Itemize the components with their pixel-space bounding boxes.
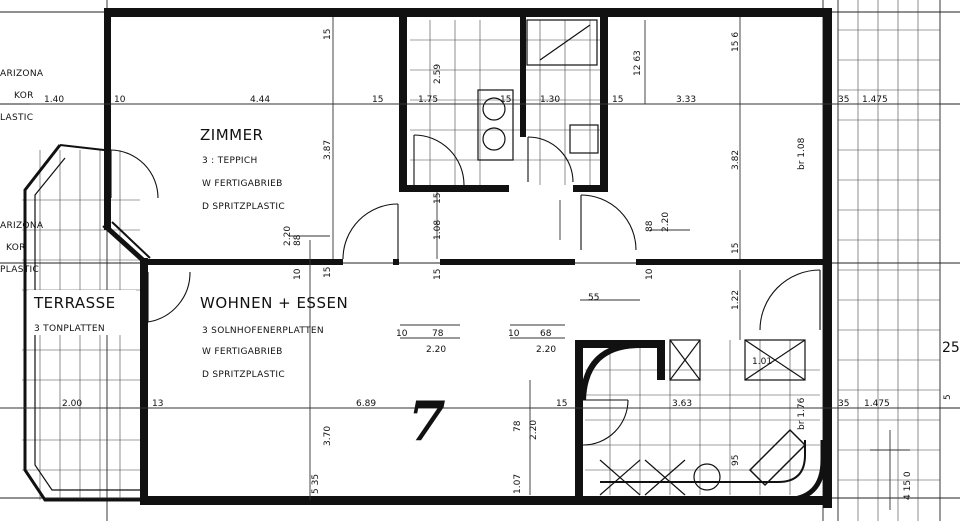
dim-label: 12 63 xyxy=(633,50,643,76)
zimmer-wall: W FERTIGABRIEB xyxy=(202,179,283,189)
windows xyxy=(825,90,831,440)
dim-label: 15 xyxy=(323,267,333,278)
dim-label: 10 xyxy=(114,95,126,105)
dim-label: 2.20 xyxy=(661,212,671,232)
left-fragment-labels: ARIZONA KOR LASTIC ARIZONA KOR PLASTIC xyxy=(0,69,44,275)
dim-label: 4 15 0 xyxy=(903,471,913,500)
dim-label: 15 xyxy=(731,243,741,254)
room-terrasse: TERRASSE 3 TONPLATTEN xyxy=(28,290,136,335)
dim-label: 3.70 xyxy=(323,426,333,446)
dim-label: 10 xyxy=(508,329,520,339)
dim-label: 1.07 xyxy=(513,474,523,494)
fragment-label: KOR xyxy=(6,243,26,253)
dim-label: 10 xyxy=(645,268,655,280)
dim-label: 2.59 xyxy=(433,64,443,84)
dim-label: 1.01 xyxy=(752,357,772,367)
dim-label: 15 xyxy=(433,193,443,204)
dim-label: 2.20 xyxy=(536,345,556,355)
bay-wall xyxy=(23,144,151,502)
zimmer-ceiling: D SPRITZPLASTIC xyxy=(202,202,285,212)
dim-label: 15 xyxy=(612,95,623,105)
fragment-label: ARIZONA xyxy=(0,221,44,231)
fragment-label: KOR xyxy=(14,91,34,101)
dim-label: 1.475 xyxy=(864,399,890,409)
dim-label: 78 xyxy=(432,329,444,339)
dim-label: 1.475 xyxy=(862,95,888,105)
dim-label: 5 35 xyxy=(311,474,321,494)
dim-label: 15 xyxy=(433,269,443,280)
dim-label: 15 6 xyxy=(731,32,741,52)
dim-label: 95 xyxy=(731,455,741,466)
wohnen-title: WOHNEN + ESSEN xyxy=(200,294,348,312)
dim-label: 15 xyxy=(323,29,333,40)
dim-label: br 1.76 xyxy=(797,397,807,430)
dim-label: 13 xyxy=(152,399,163,409)
room-wohnen: WOHNEN + ESSEN 3 SOLNHOFENERPLATTEN W FE… xyxy=(200,294,348,380)
dim-label: 55 xyxy=(588,293,599,303)
dimension-lines xyxy=(0,17,940,510)
dim-label: 25 xyxy=(942,340,960,356)
fragment-label: ARIZONA xyxy=(0,69,44,79)
dim-label: 1.22 xyxy=(731,290,741,310)
dim-label: 88 xyxy=(645,220,655,232)
wohnen-wall: W FERTIGABRIEB xyxy=(202,347,283,357)
terrasse-title: TERRASSE xyxy=(33,294,116,312)
dim-label: 1.40 xyxy=(44,95,64,105)
dim-label: 35 xyxy=(838,399,849,409)
wohnen-ceiling: D SPRITZPLASTIC xyxy=(202,370,285,380)
fragment-label: LASTIC xyxy=(0,113,33,123)
dim-label: br 1.08 xyxy=(797,137,807,170)
dim-label: 6.89 xyxy=(356,399,376,409)
dim-label: 15 xyxy=(556,399,567,409)
dim-label: 1.30 xyxy=(540,95,560,105)
dim-label: 1.75 xyxy=(418,95,438,105)
dim-label: 15 xyxy=(372,95,383,105)
kitchen-curve xyxy=(580,342,826,503)
balcony-tiles xyxy=(838,0,940,521)
walls xyxy=(104,8,832,508)
zimmer-title: ZIMMER xyxy=(200,126,263,144)
fragment-label: PLASTIC xyxy=(0,265,39,275)
zimmer-floor: 3 : TEPPICH xyxy=(202,156,258,166)
dim-label: 68 xyxy=(540,329,552,339)
dim-label: 10 xyxy=(396,329,408,339)
fixtures xyxy=(477,19,806,496)
dim-label: 15 xyxy=(500,95,511,105)
wohnen-floor: 3 SOLNHOFENERPLATTEN xyxy=(202,326,324,336)
terrasse-floor: 3 TONPLATTEN xyxy=(34,324,105,334)
dimension-labels: 1.40 10 4.44 15 1.75 15 1.30 15 3.33 35 … xyxy=(44,29,960,500)
unit-number: 7 xyxy=(408,389,446,453)
dim-label: 5 xyxy=(943,394,953,400)
dim-label: 4.44 xyxy=(250,95,270,105)
dim-label: 2.20 xyxy=(283,226,293,246)
wet-room-tiles xyxy=(410,20,820,495)
room-zimmer: ZIMMER 3 : TEPPICH W FERTIGABRIEB D SPRI… xyxy=(200,126,285,212)
dim-label: 3.87 xyxy=(323,140,333,160)
dim-label: 2.00 xyxy=(62,399,82,409)
dim-label: 78 xyxy=(513,420,523,432)
dim-label: 3.82 xyxy=(731,150,741,170)
dim-label: 3.33 xyxy=(676,95,696,105)
dim-label: 3.63 xyxy=(672,399,692,409)
dim-label: 2.20 xyxy=(426,345,446,355)
dim-label: 1.08 xyxy=(433,220,443,240)
doors xyxy=(110,134,821,446)
dim-label: 35 xyxy=(838,95,849,105)
dim-label: 10 xyxy=(293,268,303,280)
dim-label: 2.20 xyxy=(529,420,539,440)
dim-label: 88 xyxy=(293,234,303,246)
